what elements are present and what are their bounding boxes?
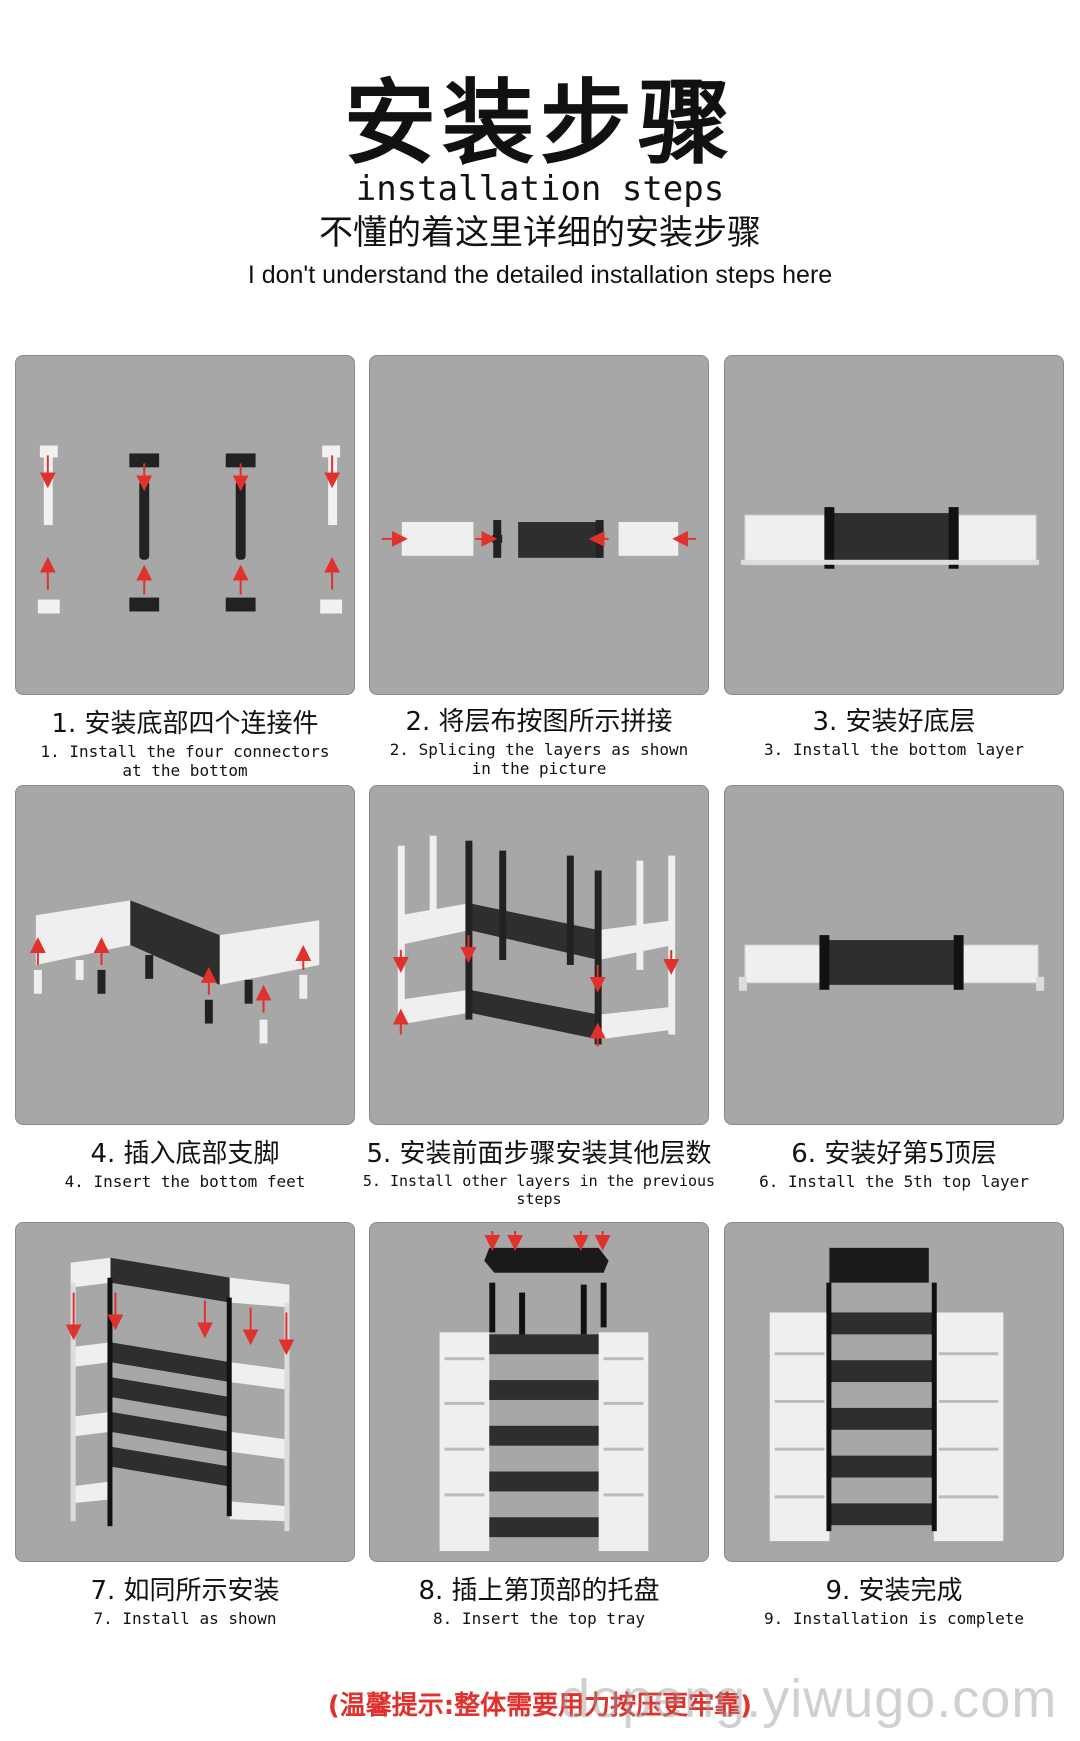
step-9-caption: 9. 安装完成 9. Installation is complete <box>714 1576 1074 1628</box>
step-2-desc: 2. Splicing the layers as shown <box>389 739 689 759</box>
step-5-caption: 5. 安装前面步骤安装其他层数 5. Install other layers … <box>359 1139 719 1208</box>
assembly-illustration <box>65 1257 295 1532</box>
step-7-title: 7. 如同所示安装 <box>90 1576 280 1606</box>
step-8-caption: 8. 插上第顶部的托盘 8. Insert the top tray <box>359 1576 719 1628</box>
step-2-caption: 2. 将层布按图所示拼接 2. Splicing the layers as s… <box>359 707 719 779</box>
step-1-desc-2: at the bottom <box>122 761 248 781</box>
step-1-title: 1. 安装底部四个连接件 <box>51 709 319 739</box>
page-title: 安装步骤 <box>343 70 736 177</box>
step-6-caption: 6. 安装好第5顶层 6. Install the 5th top layer <box>714 1139 1074 1191</box>
step-2-image <box>369 355 709 695</box>
complete-rack-illustration <box>769 1247 1004 1542</box>
step-9-desc: 9. Installation is complete <box>763 1608 1025 1628</box>
step-1-image <box>15 355 355 695</box>
step-2-title: 2. 将层布按图所示拼接 <box>405 707 673 737</box>
step-5-title: 5. 安装前面步骤安装其他层数 <box>366 1139 712 1169</box>
top-tray-illustration <box>439 1230 649 1552</box>
watermark: dopeng.yiwugo.com <box>560 1669 1058 1729</box>
step-9-title: 9. 安装完成 <box>825 1576 963 1606</box>
connectors-illustration <box>37 445 343 614</box>
feet-illustration <box>29 900 320 1044</box>
step-5-desc: 5. Install other layers in the previous … <box>362 1171 716 1208</box>
step-6-title: 6. 安装好第5顶层 <box>791 1139 997 1169</box>
step-3-title: 3. 安装好底层 <box>812 707 976 737</box>
step-8-title: 8. 插上第顶部的托盘 <box>418 1576 660 1606</box>
step-3-caption: 3. 安装好底层 3. Install the bottom layer <box>714 707 1074 759</box>
step-8-desc: 8. Insert the top tray <box>433 1608 645 1628</box>
step-9-image <box>724 1222 1064 1562</box>
step-3-image <box>724 355 1064 695</box>
step-1-desc: 1. Install the four connectors <box>40 741 330 761</box>
bottom-layer-illustration <box>740 507 1040 569</box>
step-5-image <box>369 785 709 1125</box>
page-title-en: installation steps <box>355 169 725 209</box>
step-7-caption: 7. 如同所示安装 7. Install as shown <box>5 1576 365 1628</box>
splicing-illustration <box>381 520 697 558</box>
step-8-image <box>369 1222 709 1562</box>
step-4-image <box>15 785 355 1125</box>
subtitle-en: I don't understand the detailed installa… <box>247 261 833 289</box>
subtitle-cn: 不懂的着这里详细的安装步骤 <box>319 213 761 253</box>
step-2-desc-2: in the picture <box>471 759 607 779</box>
step-3-desc: 3. Install the bottom layer <box>763 739 1025 759</box>
step-6-desc: 6. Install the 5th top layer <box>759 1171 1029 1191</box>
step-4-caption: 4. 插入底部支脚 4. Insert the bottom feet <box>5 1139 365 1191</box>
step-7-image <box>15 1222 355 1562</box>
other-layers-illustration <box>392 835 680 1047</box>
top-layer-illustration <box>738 935 1045 991</box>
step-1-caption: 1. 安装底部四个连接件 1. Install the four connect… <box>5 709 365 781</box>
footer-tip: (温馨提示:整体需要用力按压更牢靠) <box>327 1691 753 1721</box>
step-6-image <box>724 785 1064 1125</box>
header: 安装步骤 installation steps 不懂的着这里详细的安装步骤 I … <box>0 0 1080 320</box>
step-4-title: 4. 插入底部支脚 <box>90 1139 280 1169</box>
step-4-desc: 4. Insert the bottom feet <box>64 1171 306 1191</box>
step-7-desc: 7. Install as shown <box>93 1608 277 1628</box>
